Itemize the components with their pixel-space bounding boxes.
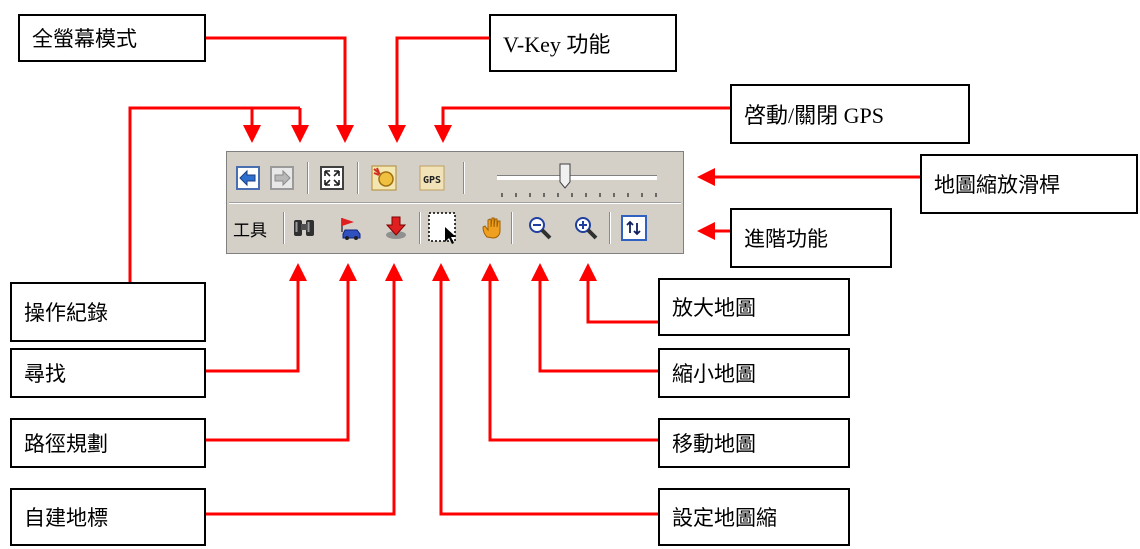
label-pan: 移動地圖 bbox=[658, 418, 850, 468]
label-route: 路徑規劃 bbox=[10, 418, 206, 468]
arrow-route bbox=[205, 263, 357, 442]
zoom-slider-track bbox=[497, 175, 657, 180]
zoom-out-button[interactable] bbox=[525, 213, 555, 243]
route-car-flag-icon bbox=[341, 218, 361, 240]
toolbar-separator bbox=[609, 212, 611, 244]
zoom-out-icon bbox=[529, 217, 552, 240]
arrow-fullscreen bbox=[205, 36, 354, 143]
label-vkey: V-Key 功能 bbox=[489, 14, 677, 72]
back-arrow-icon bbox=[236, 166, 260, 190]
label-find: 尋找 bbox=[10, 348, 206, 398]
label-zoom-in: 放大地圖 bbox=[658, 278, 850, 336]
landmark-button[interactable] bbox=[381, 213, 411, 243]
arrow-zoom-in bbox=[579, 263, 658, 324]
forward-button[interactable] bbox=[267, 163, 297, 193]
label-advanced: 進階功能 bbox=[730, 208, 892, 268]
toolbar-separator bbox=[283, 212, 285, 244]
arrow-zoom-out bbox=[531, 263, 658, 373]
hand-icon bbox=[482, 217, 501, 239]
landmark-pin-icon bbox=[385, 216, 407, 239]
advanced-button[interactable] bbox=[619, 213, 649, 243]
toolbar-row-bottom: 工具 bbox=[227, 205, 683, 253]
binoculars-icon bbox=[294, 220, 314, 236]
toolbar-separator bbox=[357, 162, 359, 194]
label-zoom-slider: 地圖縮放滑桿 bbox=[920, 154, 1138, 214]
zoom-slider-ticks bbox=[501, 193, 657, 197]
zoom-in-button[interactable] bbox=[571, 213, 601, 243]
arrow-set-zoom bbox=[432, 263, 658, 516]
label-set-zoom: 設定地圖縮 bbox=[658, 488, 850, 546]
arrow-vkey bbox=[388, 36, 490, 143]
tools-menu[interactable]: 工具 bbox=[233, 221, 267, 241]
route-button[interactable] bbox=[335, 213, 365, 243]
toolbar-separator bbox=[307, 162, 309, 194]
arrow-pan bbox=[481, 263, 658, 442]
label-gps: 啓動/關閉 GPS bbox=[730, 84, 970, 144]
label-history: 操作紀錄 bbox=[10, 282, 206, 342]
fullscreen-icon bbox=[320, 166, 344, 190]
advanced-arrows-icon bbox=[621, 215, 647, 241]
pan-button[interactable] bbox=[477, 213, 507, 243]
toolbar-separator bbox=[419, 212, 421, 244]
set-zoom-button[interactable] bbox=[427, 211, 459, 245]
arrow-find bbox=[205, 263, 307, 373]
toolbar-row-top: GPS bbox=[227, 155, 683, 203]
label-zoom-out: 縮小地圖 bbox=[658, 348, 850, 398]
label-fullscreen: 全螢幕模式 bbox=[18, 14, 206, 62]
zoom-slider-thumb[interactable] bbox=[559, 163, 571, 189]
arrow-gps bbox=[434, 106, 730, 143]
map-toolbar: GPS 工具 bbox=[226, 151, 684, 254]
forward-arrow-icon bbox=[270, 166, 294, 190]
fullscreen-button[interactable] bbox=[317, 163, 347, 193]
gps-button[interactable]: GPS bbox=[417, 163, 447, 193]
select-zoom-icon bbox=[428, 212, 456, 244]
vkey-icon bbox=[371, 165, 397, 191]
back-button[interactable] bbox=[233, 163, 263, 193]
arrow-history bbox=[128, 106, 300, 282]
arrow-landmark bbox=[205, 263, 403, 516]
find-button[interactable] bbox=[289, 213, 319, 243]
toolbar-separator bbox=[511, 212, 513, 244]
vkey-button[interactable] bbox=[369, 163, 399, 193]
toolbar-separator bbox=[463, 162, 465, 194]
zoom-in-icon bbox=[575, 217, 598, 240]
gps-icon: GPS bbox=[419, 165, 445, 191]
gps-button-text: GPS bbox=[423, 175, 441, 186]
label-landmark: 自建地標 bbox=[10, 488, 206, 546]
zoom-slider[interactable] bbox=[497, 163, 662, 199]
toolbar-row-divider bbox=[229, 202, 681, 204]
